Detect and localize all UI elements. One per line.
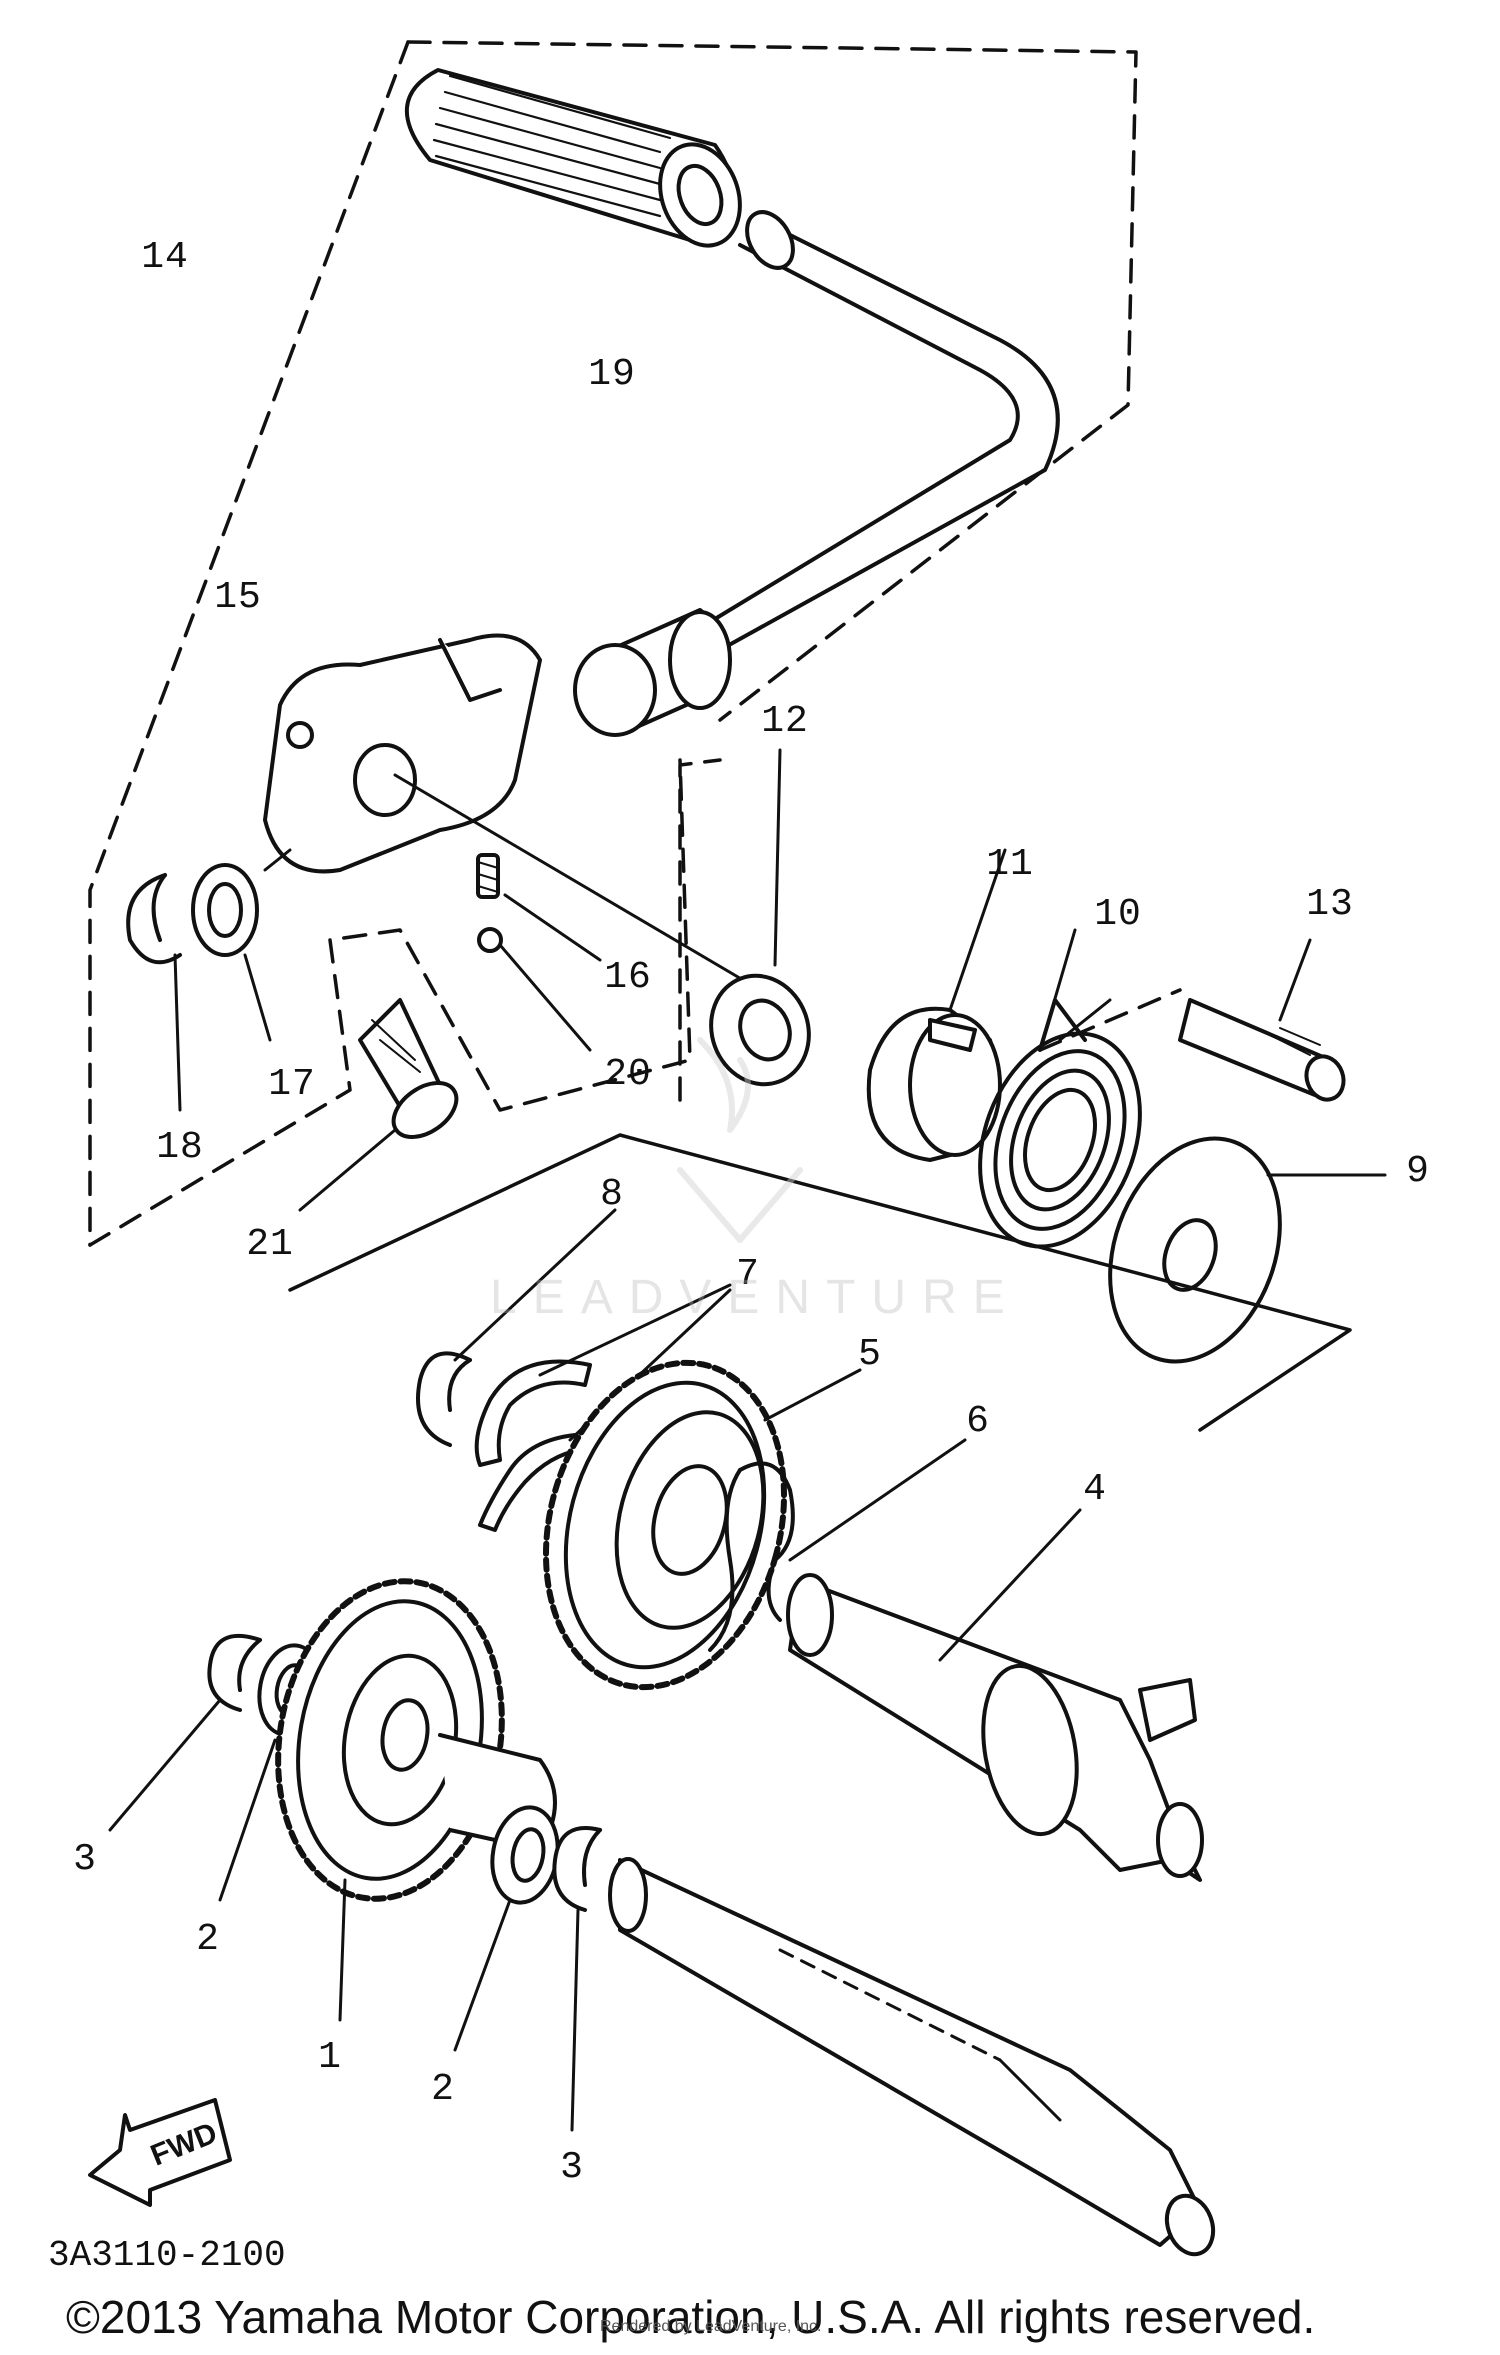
- washer-2-right: [453, 1805, 560, 2052]
- watermark-logo: [677, 1037, 803, 1243]
- kick-gear: [542, 1359, 862, 1691]
- kick-clip: [708, 1438, 967, 1652]
- spring-and-ball: [476, 853, 602, 1052]
- callout-21: 21: [246, 1223, 294, 1266]
- callout-12: 12: [761, 700, 809, 743]
- callout-17: 17: [268, 1063, 316, 1106]
- callout-14: 14: [141, 236, 189, 279]
- fwd-arrow-icon: [88, 2098, 232, 2207]
- spring-assembly-outline: [288, 1133, 1352, 1432]
- copyright-notice: ©2013 Yamaha Motor Corporation, U.S.A. A…: [66, 2291, 1316, 2343]
- callout-4: 4: [1083, 1468, 1107, 1511]
- watermark-footer: Rendered by LeadVenture, Inc.: [600, 2318, 822, 2335]
- kick-grip: [405, 68, 742, 248]
- seal-outline: [678, 758, 722, 1102]
- diagram-code: 3A3110-2100: [48, 2235, 286, 2276]
- callout-8: 8: [600, 1173, 624, 1216]
- callout-3-left: 3: [73, 1838, 97, 1881]
- circlip-3-right: [552, 1826, 602, 2132]
- callout-19: 19: [588, 353, 636, 396]
- watermark-brand: LEADVENTURE: [490, 1271, 1021, 1324]
- kick-axle: [786, 1508, 1204, 1882]
- callout-15: 15: [214, 576, 262, 619]
- callout-20: 20: [604, 1053, 652, 1096]
- torsion-spring: [978, 928, 1142, 1249]
- callout-6: 6: [966, 1400, 990, 1443]
- kick-crank-assembly-outline: [88, 40, 1138, 1247]
- callout-18: 18: [156, 1126, 204, 1169]
- main-axle: [608, 1857, 1216, 2257]
- pin-outline: [1038, 988, 1182, 1052]
- callout-1: 1: [318, 2036, 342, 2079]
- callout-16: 16: [604, 956, 652, 999]
- callout-11: 11: [986, 843, 1034, 886]
- bolt: [298, 998, 459, 1212]
- callout-3-right: 3: [560, 2146, 584, 2189]
- spring-pin: [1178, 938, 1346, 1102]
- callout-5: 5: [858, 1333, 882, 1376]
- kick-boss: [263, 633, 542, 874]
- kick-lever-arm: [573, 210, 1060, 737]
- circlip-8: [416, 1208, 617, 1447]
- callout-9: 9: [1406, 1150, 1430, 1193]
- callout-2-left: 2: [196, 1918, 220, 1961]
- oil-seal: [709, 748, 811, 1087]
- callout-2-right: 2: [431, 2068, 455, 2111]
- spring-guide: [866, 848, 1007, 1162]
- kick-idle-gear: [275, 1578, 557, 2022]
- circlip-3-left: [108, 1634, 262, 1832]
- callout-13: 13: [1306, 883, 1354, 926]
- callout-10: 10: [1094, 893, 1142, 936]
- callout-7: 7: [736, 1253, 760, 1296]
- plate-washer: [1108, 1136, 1387, 1364]
- washer-and-circlip: [126, 848, 292, 1112]
